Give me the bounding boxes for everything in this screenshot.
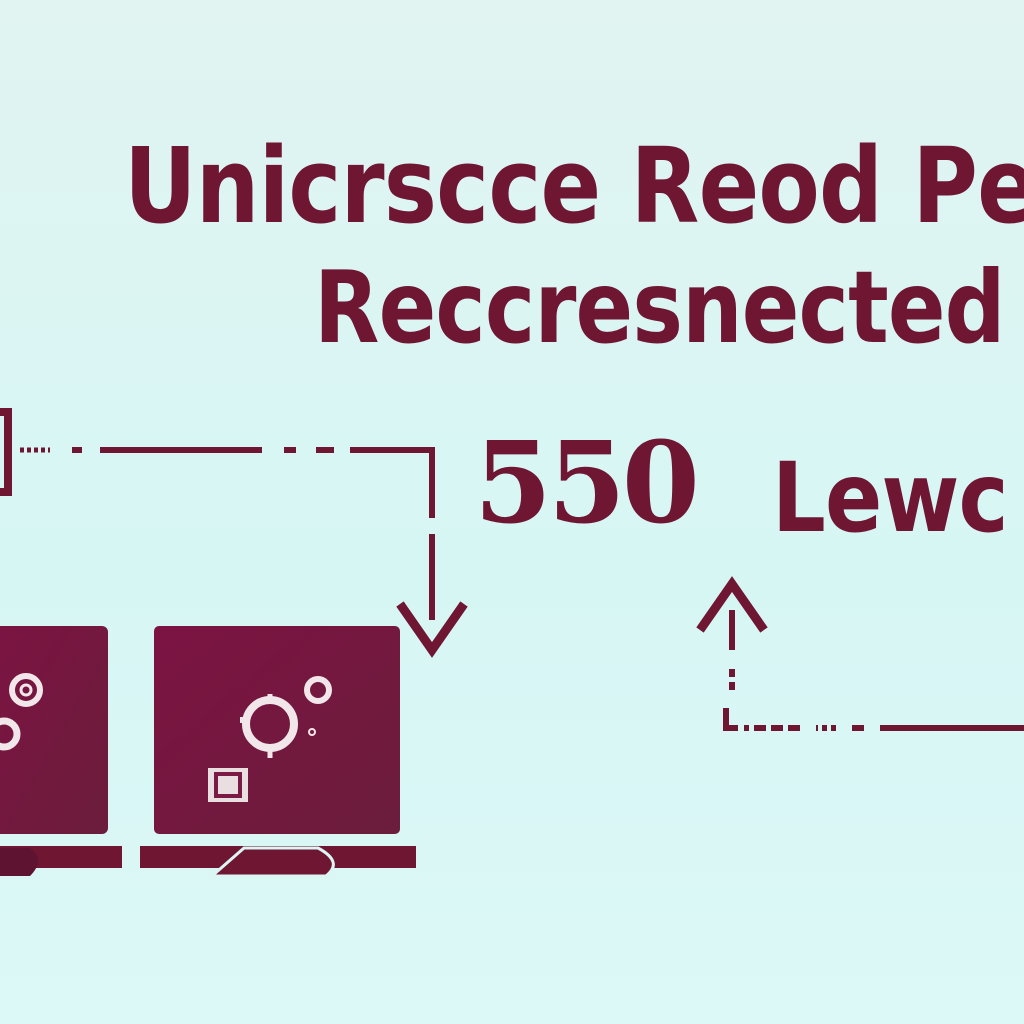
gear-icon [240,676,332,758]
monitor-icon [140,626,416,878]
monitor-icon [0,626,122,876]
connector-bottom [723,610,1024,731]
arrow-down-icon [396,601,468,658]
number-label: 550 [474,418,700,549]
arrow-up-icon [696,576,768,633]
gear-icon [0,673,43,751]
app-icon [208,768,248,802]
connector-top [0,408,435,620]
title-line-1: Unicrscce Reod Pe [124,125,1024,247]
word-label: Lewc [772,442,1009,554]
title-line-2: Reccresnected [314,249,1006,366]
